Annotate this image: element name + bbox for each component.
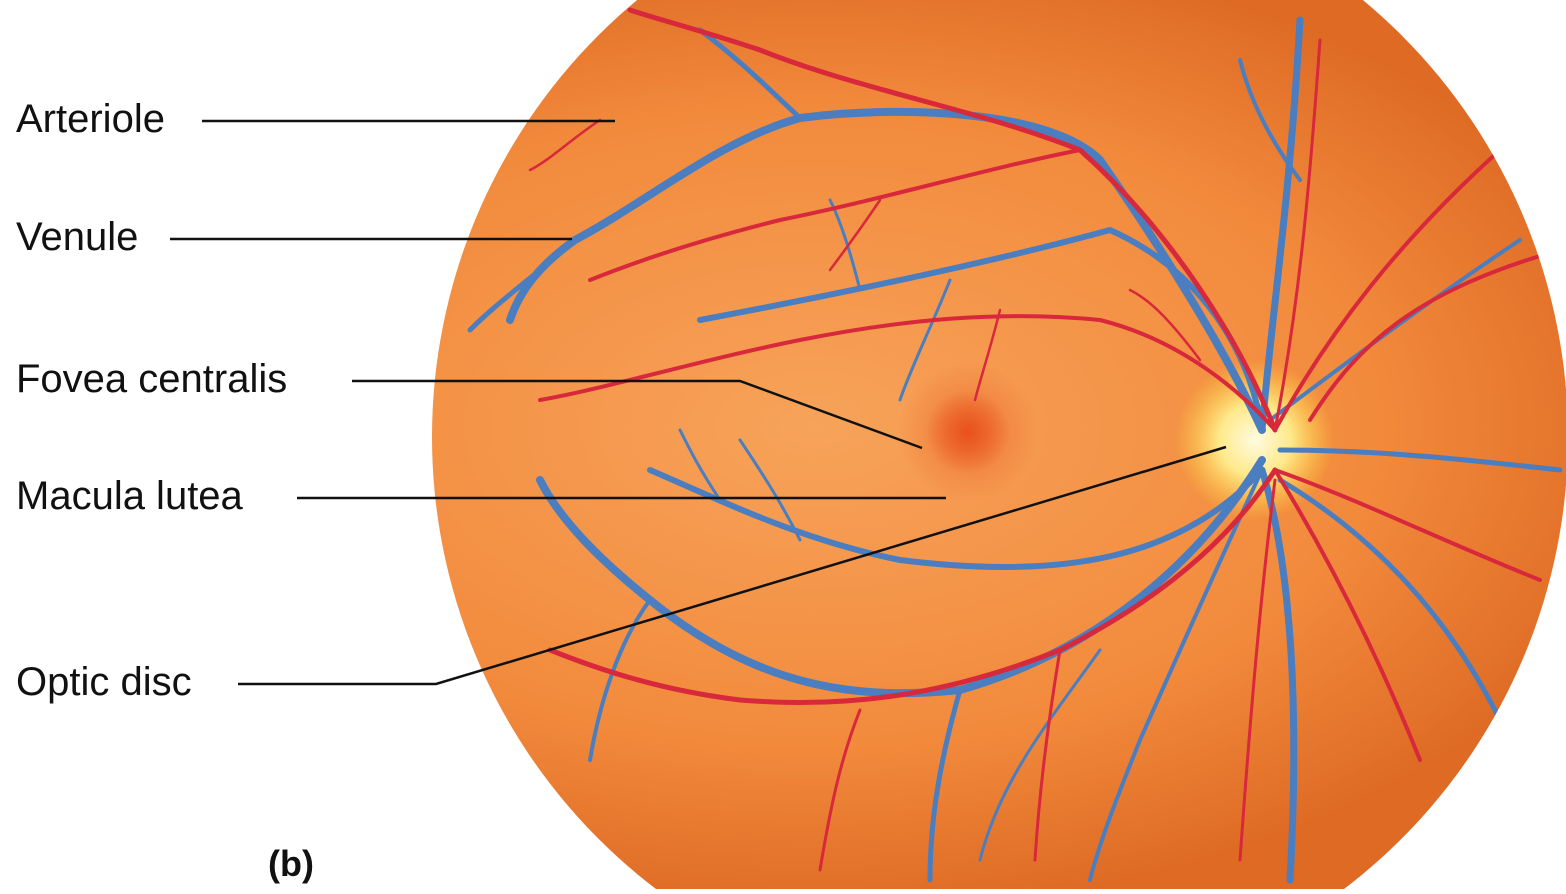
label-macula-lutea: Macula lutea [16,476,243,516]
label-fovea-centralis: Fovea centralis [16,359,287,399]
label-optic-disc: Optic disc [16,662,192,702]
label-venule: Venule [16,217,138,257]
fovea-centralis-spot [926,390,1010,474]
label-arteriole: Arteriole [16,99,165,139]
panel-letter: (b) [268,846,314,882]
